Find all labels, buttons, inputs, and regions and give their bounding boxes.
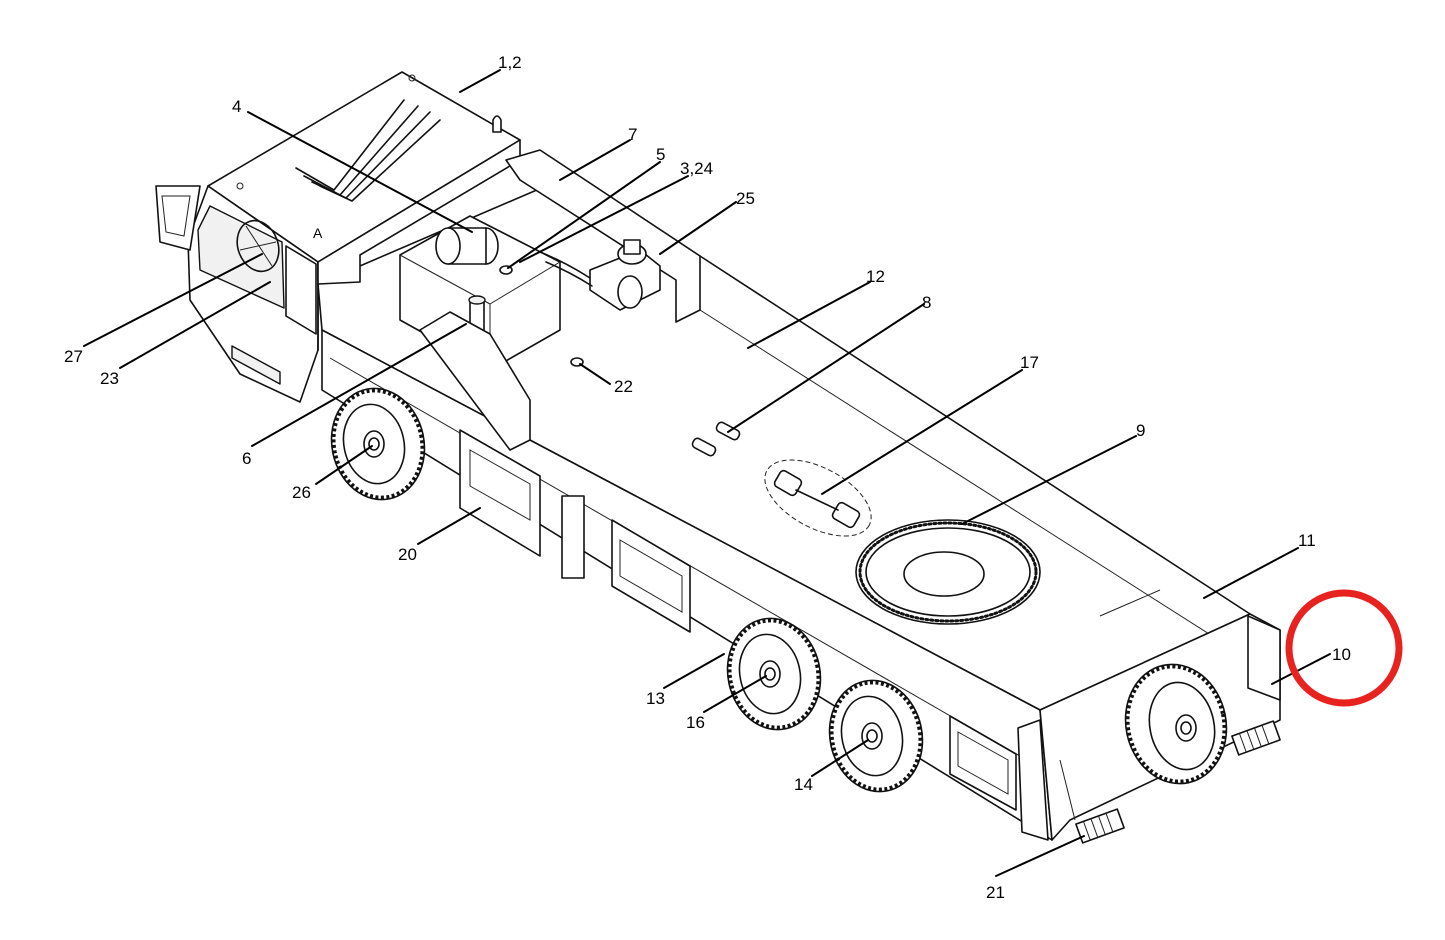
callout-6: 6 [242, 449, 251, 468]
side-tank [419, 311, 531, 451]
roof-vent-lines [295, 99, 441, 202]
housing-back-wall [317, 139, 521, 285]
cylinder-component [435, 227, 499, 265]
engine-housing [317, 139, 701, 451]
callout-5: 5 [656, 145, 665, 164]
middle-wheel-front [726, 617, 822, 731]
winch-assembly [539, 239, 661, 311]
callout-20: 20 [398, 545, 417, 564]
callout-26: 26 [292, 483, 311, 502]
rear-frame-upright [505, 149, 701, 323]
side-openings [459, 429, 1017, 811]
callout-9: 9 [1136, 421, 1145, 440]
callout-3-24: 3,24 [680, 159, 713, 178]
highlight-circle [1285, 589, 1403, 707]
rear-outrigger-right [1247, 615, 1281, 701]
rear-wheel [1124, 663, 1228, 785]
outrigger-pads [1075, 720, 1281, 844]
cab-marking: A [313, 225, 323, 241]
callout-17: 17 [1020, 353, 1039, 372]
callout-16: 16 [686, 713, 705, 732]
callout-labels: 1,2 4 7 5 3,24 25 12 8 17 9 11 10 27 23 … [64, 53, 1351, 902]
cab: A [155, 71, 521, 403]
callout-7: 7 [628, 125, 637, 144]
front-grille [231, 345, 281, 385]
step-ladder [561, 495, 585, 579]
callout-11: 11 [1298, 531, 1316, 550]
deck-fittings [570, 357, 872, 537]
callout-4: 4 [232, 97, 241, 116]
front-wheel [330, 387, 426, 501]
callout-13: 13 [646, 689, 665, 708]
beacon [492, 115, 502, 133]
middle-wheel-rear [828, 679, 924, 793]
callout-22: 22 [614, 377, 633, 396]
callout-8: 8 [922, 293, 931, 312]
rear-outrigger-left [1017, 719, 1049, 841]
callout-1-2: 1,2 [498, 53, 522, 72]
plate-8b [691, 437, 717, 457]
callout-14: 14 [794, 775, 813, 794]
side-window [285, 245, 317, 335]
leader-lines [83, 69, 1331, 877]
callout-25: 25 [736, 189, 755, 208]
steering-wheel [236, 219, 280, 273]
callout-10: 10 [1332, 645, 1351, 664]
callout-21: 21 [986, 883, 1005, 902]
callout-27: 27 [64, 347, 83, 366]
drive-shaft-17 [764, 459, 872, 537]
callout-12: 12 [866, 267, 885, 286]
callout-23: 23 [100, 369, 119, 388]
slewing-ring [855, 519, 1041, 625]
